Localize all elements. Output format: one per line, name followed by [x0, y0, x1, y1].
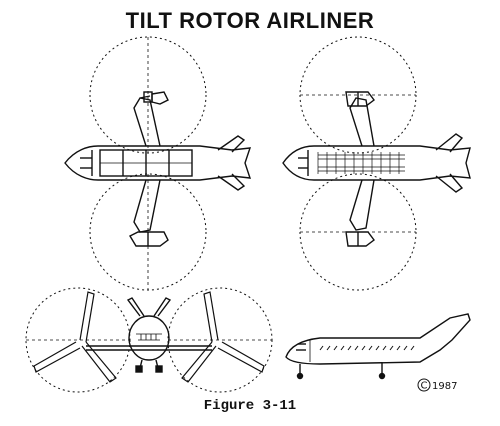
fuselage-front: [128, 315, 170, 361]
copyright-year: 1987: [432, 381, 457, 392]
fuselage-plan-right: [282, 145, 471, 181]
plan-view-airplane-mode: [282, 36, 471, 291]
plan-view-helicopter-mode: [64, 36, 252, 291]
wing-lower-left: [133, 179, 161, 233]
figure-caption: Figure 3-11: [203, 398, 297, 414]
wing-upper-left: [133, 97, 161, 147]
wing-lower-right: [349, 179, 375, 231]
side-view: [285, 313, 471, 380]
fuselage-side: [285, 313, 471, 365]
copyright-mark: C 1987: [417, 378, 457, 392]
copyright-circle: [417, 378, 431, 392]
fuselage-plan-left: [64, 145, 252, 181]
diagram-title: TILT ROTOR AIRLINER: [125, 8, 375, 33]
copyright-symbol: C: [421, 381, 428, 392]
wing-upper-right: [349, 97, 375, 147]
front-view: [25, 287, 273, 393]
